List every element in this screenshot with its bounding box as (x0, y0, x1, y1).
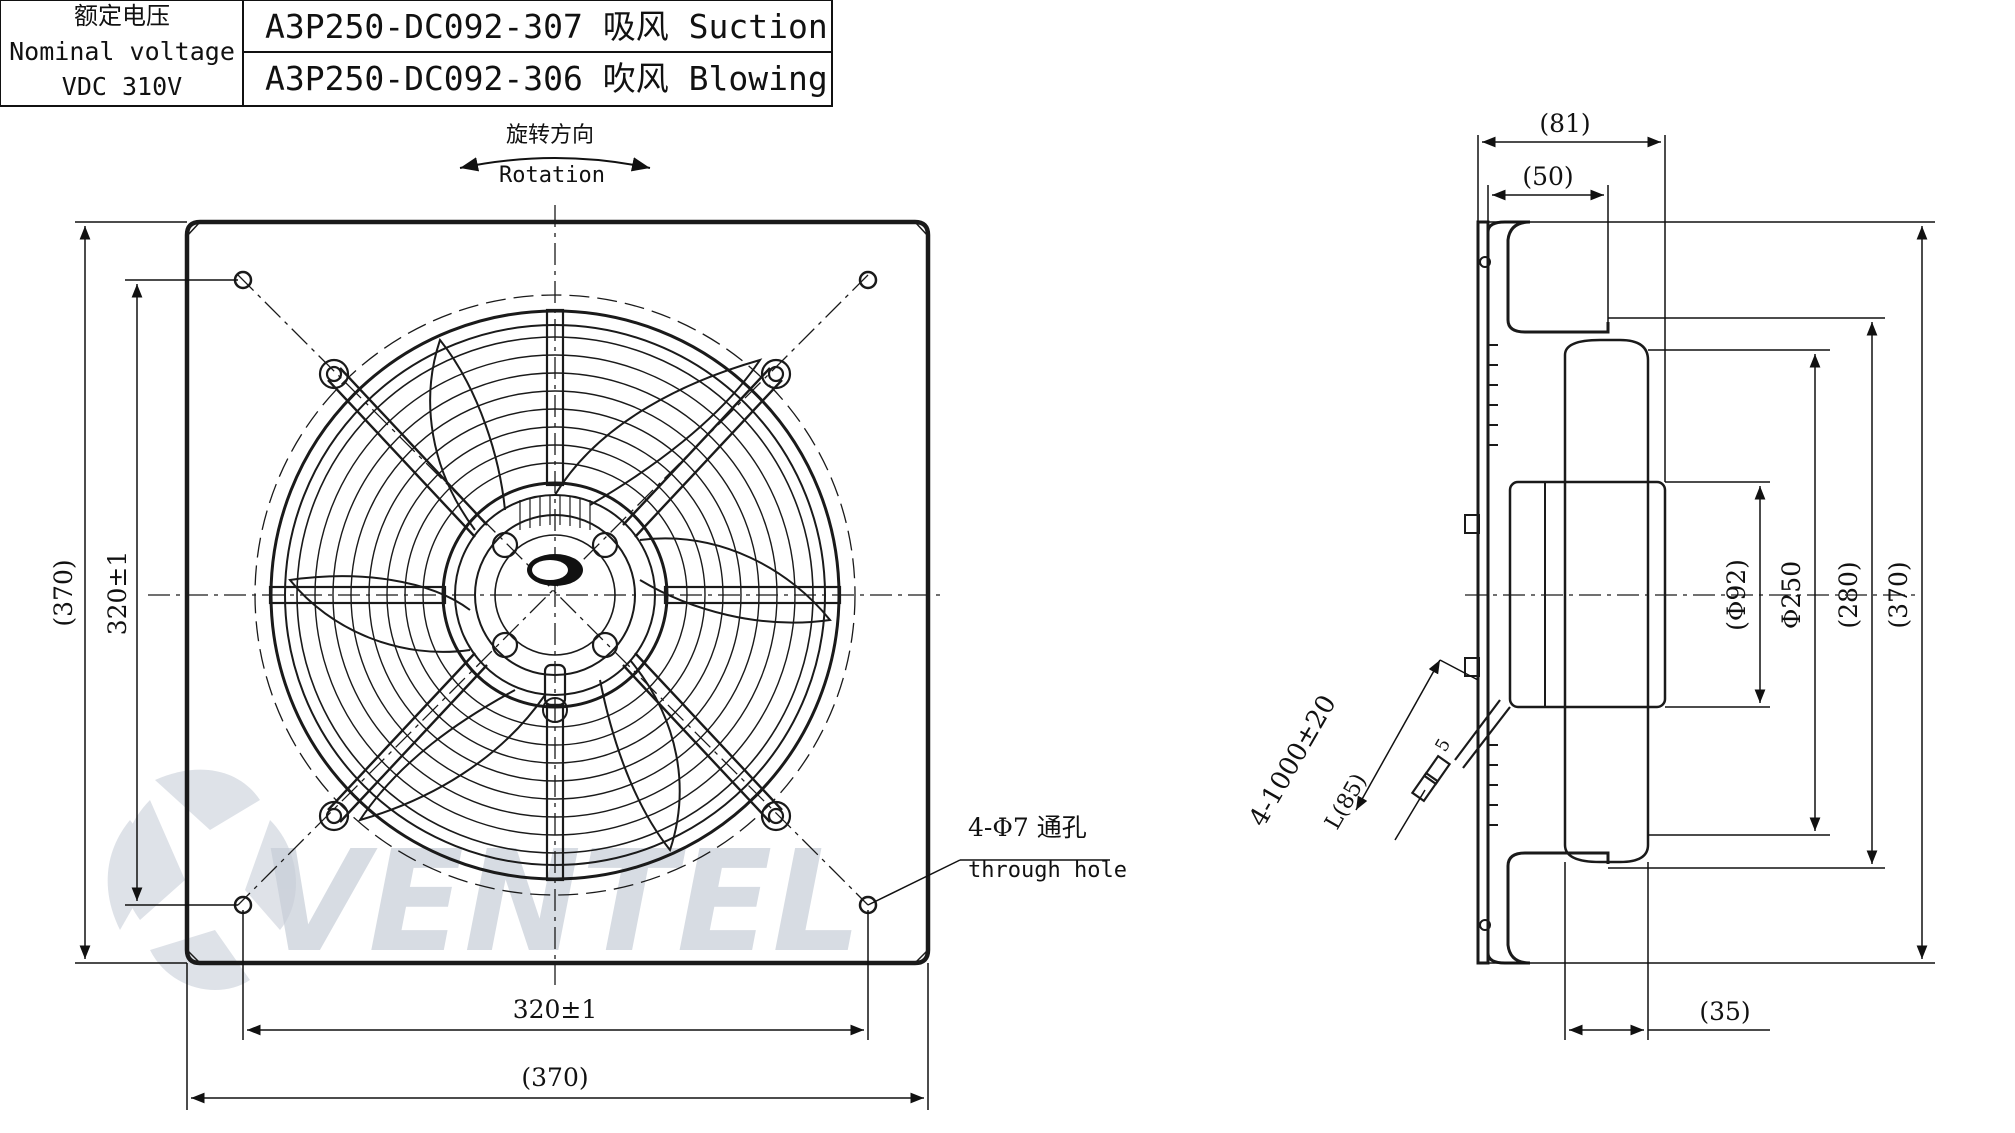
rated-voltage-cn-label: 额定电压 (74, 2, 170, 30)
dim-front-height-holes: 320±1 (103, 551, 132, 636)
dim-front-width-holes: 320±1 (513, 995, 598, 1024)
voltage-value: VDC 310V (62, 72, 182, 101)
front-dimensions (75, 221, 1110, 1110)
rotation-label-en: Rotation (499, 163, 605, 188)
dim-side-hub: (Φ92) (1722, 559, 1751, 631)
dim-side-depth-overall: (81) (1539, 109, 1590, 138)
hole-label-cn: 4-Φ7 通孔 (968, 813, 1087, 842)
rotation-label-cn: 旋转方向 (506, 123, 594, 148)
hub-fins (519, 495, 591, 530)
cable-end-label: 5 (1431, 735, 1455, 755)
strut-bolts (318, 358, 792, 832)
side-plate (1476, 220, 1490, 965)
motor-body (1508, 480, 1667, 709)
mounting-hole-tr (858, 270, 878, 290)
support-struts (327, 367, 783, 823)
model-blowing: A3P250-DC092-306 吹风 Blowing (265, 59, 828, 98)
dim-side-inlet: (280) (1834, 561, 1863, 628)
side-view (1410, 220, 1920, 965)
impeller-profile (1563, 338, 1650, 864)
hub-logo (527, 554, 583, 586)
frame-corner-bevels (186, 221, 929, 964)
dim-side-impeller: Φ250 (1777, 561, 1806, 629)
inlet-ring-bottom (1486, 851, 1610, 965)
motor-hub (441, 481, 669, 723)
cable-strip-label: L(85) (1321, 770, 1373, 834)
dim-front-height-overall: (370) (49, 559, 78, 626)
spec-table (0, 0, 833, 107)
front-view (148, 205, 940, 985)
model-suction: A3P250-DC092-307 吸风 Suction (265, 7, 828, 46)
side-dimensions (1355, 135, 1935, 1040)
rotation-arrow (459, 157, 651, 172)
watermark-text: VENTEL (260, 821, 862, 984)
plate-teeth (1488, 344, 1498, 826)
hole-pitch-circle (254, 294, 856, 896)
dim-front-width-overall: (370) (521, 1063, 588, 1092)
inlet-ring-top (1486, 220, 1610, 334)
rated-voltage-en-label: Nominal voltage (9, 37, 235, 66)
dim-side-frame: (370) (1884, 561, 1913, 628)
ventel-watermark: VENTEL (107, 769, 862, 990)
hole-label-en: through hole (968, 858, 1127, 883)
dim-side-bottom: (35) (1699, 997, 1750, 1026)
rotation-indicator (459, 157, 651, 172)
dim-side-depth-motor: (50) (1522, 162, 1573, 191)
